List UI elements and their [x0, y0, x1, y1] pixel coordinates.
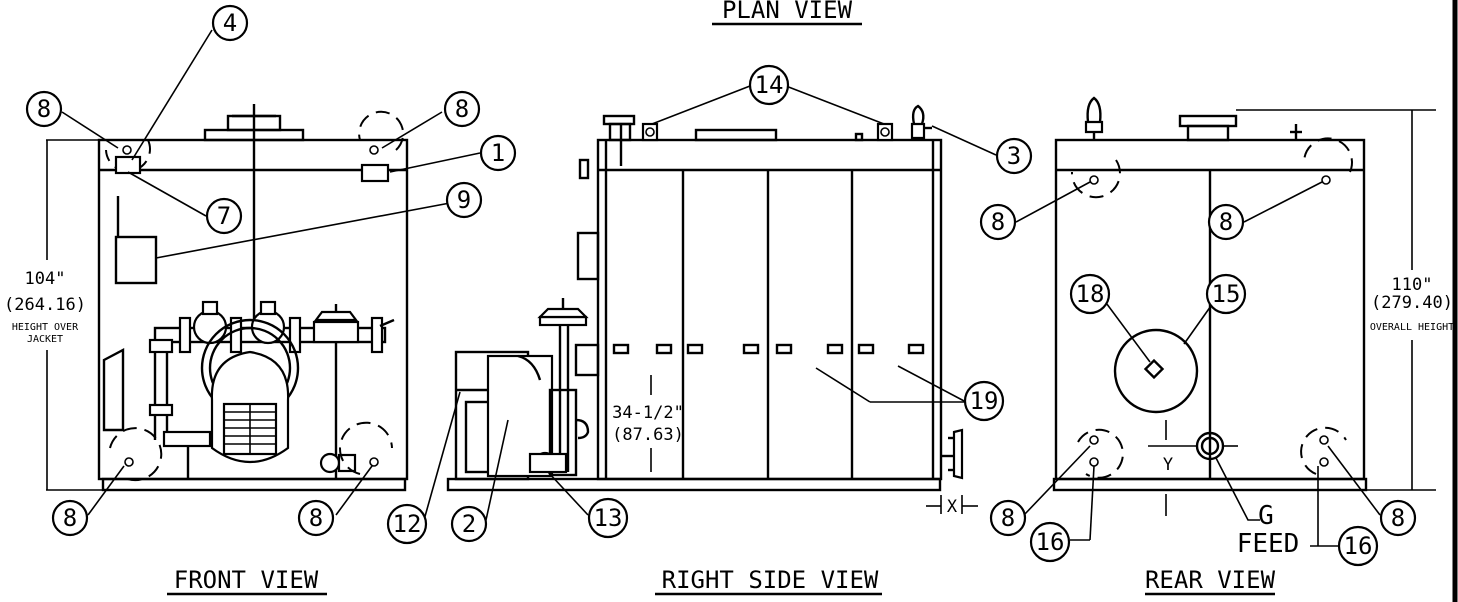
callout-front-4-text: 4	[223, 9, 237, 37]
front-view: 104" (264.16) HEIGHT OVER JACKET 8 4 8 1…	[4, 4, 517, 596]
rear-height-label: OVERALL HEIGHT	[1370, 322, 1454, 333]
callout-side-13-text: 13	[594, 504, 623, 532]
callout-front-9	[445, 181, 483, 219]
callout-rear-8-bottom-left-text: 8	[1001, 504, 1015, 532]
callout-rear-16-right	[1337, 525, 1379, 567]
callout-side-14-text: 14	[755, 71, 784, 99]
front-height-label-2: JACKET	[27, 334, 63, 345]
rear-height: 110"	[1392, 275, 1433, 295]
rear-y: Y	[1163, 455, 1173, 475]
side-height-mm: (87.63)	[612, 425, 684, 445]
front-view-title: FRONT VIEW	[174, 566, 319, 594]
callout-side-2-text: 2	[462, 510, 476, 538]
callout-side-19-text: 19	[970, 387, 999, 415]
callout-rear-16-left-text: 16	[1036, 528, 1065, 556]
callout-rear-8-top-left-text: 8	[991, 208, 1005, 236]
callout-rear-18	[1069, 273, 1111, 315]
front-height-mm: (264.16)	[4, 295, 86, 315]
rear-view-title: REAR VIEW	[1145, 566, 1276, 594]
callout-rear-8-top-right-text: 8	[1219, 208, 1233, 236]
callout-rear-8-bottom-left	[989, 499, 1027, 537]
callout-front-8-top-right-text: 8	[455, 95, 469, 123]
right-side-view-title: RIGHT SIDE VIEW	[662, 566, 879, 594]
callout-front-8-top-left	[25, 90, 63, 128]
plan-view-title: PLAN VIEW	[722, 0, 853, 24]
right-side-view: 34-1/2" (87.63) X 14 3 19 12 2 13 RIGHT …	[386, 64, 1033, 596]
callout-side-3-text: 3	[1007, 142, 1021, 170]
callout-front-4	[211, 4, 249, 42]
front-height-label-1: HEIGHT OVER	[12, 322, 79, 333]
side-x: X	[947, 497, 958, 517]
callout-rear-18-text: 18	[1076, 280, 1105, 308]
callout-rear-8-bottom-right-text: 8	[1391, 504, 1405, 532]
callout-front-8-bottom-left-text: 8	[63, 504, 77, 532]
callout-rear-16-right-text: 16	[1344, 532, 1373, 560]
callout-front-8-bottom-left	[51, 499, 89, 537]
front-height: 104"	[25, 269, 66, 289]
callout-rear-8-bottom-right	[1379, 499, 1417, 537]
callout-side-19	[963, 380, 1005, 422]
callout-front-9-text: 9	[457, 186, 471, 214]
callout-side-12-text: 12	[393, 510, 422, 538]
callout-front-7-text: 7	[217, 202, 231, 230]
rear-view: Y 110" (279.40) OVERALL HEIGHT G FEED 8 …	[979, 96, 1454, 596]
callout-front-1	[479, 134, 517, 172]
callout-front-8-bottom-right-text: 8	[309, 504, 323, 532]
rear-g-label: G	[1258, 501, 1274, 531]
side-height: 34-1/2"	[612, 403, 684, 423]
callout-front-1-text: 1	[491, 139, 505, 167]
callout-side-13	[587, 497, 629, 539]
callout-front-7	[205, 197, 243, 235]
rear-height-mm: (279.40)	[1371, 293, 1453, 313]
callout-side-3	[995, 137, 1033, 175]
callout-rear-8-top-left	[979, 203, 1017, 241]
callout-side-2	[450, 505, 488, 543]
callout-side-14	[748, 64, 790, 106]
callout-front-8-top-left-text: 8	[37, 95, 51, 123]
callout-rear-15	[1205, 273, 1247, 315]
callout-front-8-top-right	[443, 90, 481, 128]
callout-rear-16-left	[1029, 521, 1071, 563]
callout-side-12	[386, 503, 428, 545]
callout-rear-15-text: 15	[1212, 280, 1241, 308]
rear-feed-label: FEED	[1237, 529, 1300, 559]
callout-front-8-bottom-right	[297, 499, 335, 537]
callout-rear-8-top-right	[1207, 203, 1245, 241]
